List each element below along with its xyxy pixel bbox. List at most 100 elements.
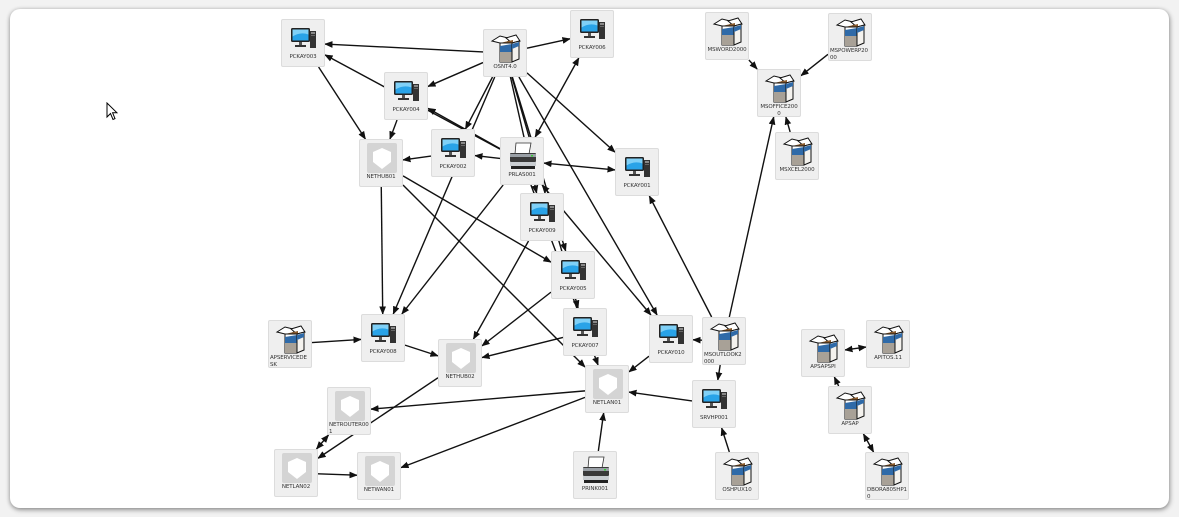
edge-pckay003-to-nethub01 bbox=[318, 66, 366, 140]
node-label: PCKAY003 bbox=[289, 54, 317, 60]
node-label: NETLAN02 bbox=[281, 484, 311, 490]
node-label: MSOUTLOOK2000 bbox=[704, 352, 742, 365]
mouse-cursor-icon bbox=[106, 102, 118, 121]
node-label: NETHUB02 bbox=[445, 374, 475, 380]
node-label: PCKAY002 bbox=[439, 164, 467, 170]
edge-netlan01-to-netrouter001 bbox=[370, 390, 586, 412]
edge-apsap-to-apsapspi bbox=[833, 376, 841, 387]
node-label: PCKAY005 bbox=[559, 286, 587, 292]
edge-apservicedesk-to-pckay008 bbox=[311, 336, 362, 344]
network-icon bbox=[364, 456, 396, 486]
edge-pckay004-to-nethub01 bbox=[389, 119, 398, 140]
edge-nethub02-to-netlan02 bbox=[317, 377, 439, 459]
edge-netlan01-to-netwan01 bbox=[400, 396, 586, 469]
edge-pckay009-to-nethub02 bbox=[472, 240, 530, 340]
edge-oshpux10-to-srvhp001 bbox=[720, 427, 731, 453]
edge-prlas001-to-pckay004 bbox=[427, 107, 501, 150]
node-label: DBORA805HP10 bbox=[867, 487, 907, 500]
node-prink001[interactable]: PRINK001 bbox=[573, 451, 617, 499]
node-msoffice2000[interactable]: MSOFFICE2000 bbox=[757, 69, 801, 117]
node-apsapspi[interactable]: APSAPSPI bbox=[801, 329, 845, 377]
computer-icon bbox=[368, 318, 400, 348]
edge-osnt4.0-to-pckay008 bbox=[392, 76, 496, 315]
node-srvhp001[interactable]: SRVHP001 bbox=[692, 380, 736, 428]
node-pckay007[interactable]: PCKAY007 bbox=[563, 308, 607, 356]
node-label: PCKAY004 bbox=[392, 107, 420, 113]
network-icon bbox=[592, 369, 624, 399]
edge-prlas001-to-pckay001 bbox=[543, 160, 616, 173]
node-pckay003[interactable]: PCKAY003 bbox=[281, 19, 325, 67]
edge-prlas001-to-pckay006 bbox=[534, 57, 580, 138]
edge-msxcel2000-to-msoffice2000 bbox=[784, 116, 792, 133]
node-pckay005[interactable]: PCKAY005 bbox=[551, 251, 595, 299]
node-pckay001[interactable]: PCKAY001 bbox=[615, 148, 659, 196]
software-icon bbox=[712, 16, 744, 46]
edge-msoutlook2000-to-pckay001 bbox=[648, 195, 713, 318]
node-apitos-11[interactable]: APITOS.11 bbox=[866, 320, 910, 368]
network-icon bbox=[445, 343, 477, 373]
node-label: SRVHP001 bbox=[700, 415, 728, 421]
node-osnt4-0[interactable]: OSNT4.0 bbox=[483, 29, 527, 77]
node-oshpux10[interactable]: OSHPUX10 bbox=[715, 452, 759, 500]
computer-icon bbox=[622, 152, 654, 182]
node-nethub02[interactable]: NETHUB02 bbox=[438, 339, 482, 387]
edge-nethub01-to-netlan01 bbox=[402, 184, 586, 368]
edge-prlas001-to-pckay008 bbox=[401, 184, 504, 315]
node-label: APSAPSPI bbox=[810, 364, 836, 370]
node-label: PCKAY009 bbox=[528, 228, 556, 234]
edge-osnt4.0-to-pckay003 bbox=[324, 41, 484, 53]
edge-prlas001-to-pckay002 bbox=[474, 153, 501, 160]
node-pckay008[interactable]: PCKAY008 bbox=[361, 314, 405, 362]
node-label: MSOFFICE2000 bbox=[760, 104, 798, 117]
node-mspowerp2000[interactable]: MSPOWERP2000 bbox=[828, 13, 872, 61]
network-icon bbox=[281, 453, 313, 483]
node-netlan01[interactable]: NETLAN01 bbox=[585, 365, 629, 413]
computer-icon bbox=[438, 133, 470, 163]
node-apsap[interactable]: APSAP bbox=[828, 386, 872, 434]
computer-icon bbox=[391, 76, 423, 106]
node-pckay009[interactable]: PCKAY009 bbox=[520, 193, 564, 241]
node-pckay004[interactable]: PCKAY004 bbox=[384, 72, 428, 120]
node-pckay010[interactable]: PCKAY010 bbox=[649, 315, 693, 363]
edge-apsap-to-dbora805hp10 bbox=[862, 433, 875, 453]
node-pckay002[interactable]: PCKAY002 bbox=[431, 129, 475, 177]
node-label: PRINK001 bbox=[581, 486, 609, 492]
edge-netlan02-to-netwan01 bbox=[317, 471, 358, 479]
node-label: PCKAY001 bbox=[623, 183, 651, 189]
software-icon bbox=[835, 17, 867, 47]
printer-icon bbox=[507, 141, 539, 171]
node-label: PCKAY010 bbox=[657, 350, 685, 356]
node-label: OSNT4.0 bbox=[493, 64, 517, 70]
computer-icon bbox=[699, 384, 731, 414]
node-msoutlook2000[interactable]: MSOUTLOOK2000 bbox=[702, 317, 746, 365]
node-label: NETROUTER001 bbox=[329, 422, 369, 435]
computer-icon bbox=[527, 197, 559, 227]
node-apservicedesk[interactable]: APSERVICEDESK bbox=[268, 320, 312, 368]
software-icon bbox=[709, 321, 741, 351]
node-msxcel2000[interactable]: MSXCEL2000 bbox=[775, 132, 819, 180]
edge-pckay008-to-nethub02 bbox=[404, 344, 439, 357]
edge-msoutlook2000-to-msoffice2000 bbox=[728, 116, 776, 318]
edge-msword2000-to-msoffice2000 bbox=[748, 59, 758, 70]
node-nethub01[interactable]: NETHUB01 bbox=[359, 139, 403, 187]
node-pckay006[interactable]: PCKAY006 bbox=[570, 10, 614, 58]
node-prlas001[interactable]: PRLAS001 bbox=[500, 137, 544, 185]
software-icon bbox=[764, 73, 796, 103]
edge-msoutlook2000-to-srvhp001 bbox=[715, 364, 723, 381]
node-msword2000[interactable]: MSWORD2000 bbox=[705, 12, 749, 60]
node-netwan01[interactable]: NETWAN01 bbox=[357, 452, 401, 500]
network-icon bbox=[334, 391, 366, 421]
node-netlan02[interactable]: NETLAN02 bbox=[274, 449, 318, 497]
node-dbora805hp10[interactable]: DBORA805HP10 bbox=[865, 452, 909, 500]
node-label: APSAP bbox=[841, 421, 859, 427]
node-label: PCKAY006 bbox=[578, 45, 606, 51]
edge-prink001-to-netlan01 bbox=[597, 412, 606, 452]
node-label: APSERVICEDESK bbox=[270, 355, 307, 368]
software-icon bbox=[808, 333, 840, 363]
computer-icon bbox=[570, 312, 602, 342]
node-netrouter001[interactable]: NETROUTER001 bbox=[327, 387, 371, 435]
node-label: MSPOWERP2000 bbox=[830, 48, 868, 61]
node-label: NETHUB01 bbox=[366, 174, 396, 180]
edge-srvhp001-to-netlan01 bbox=[628, 389, 693, 402]
